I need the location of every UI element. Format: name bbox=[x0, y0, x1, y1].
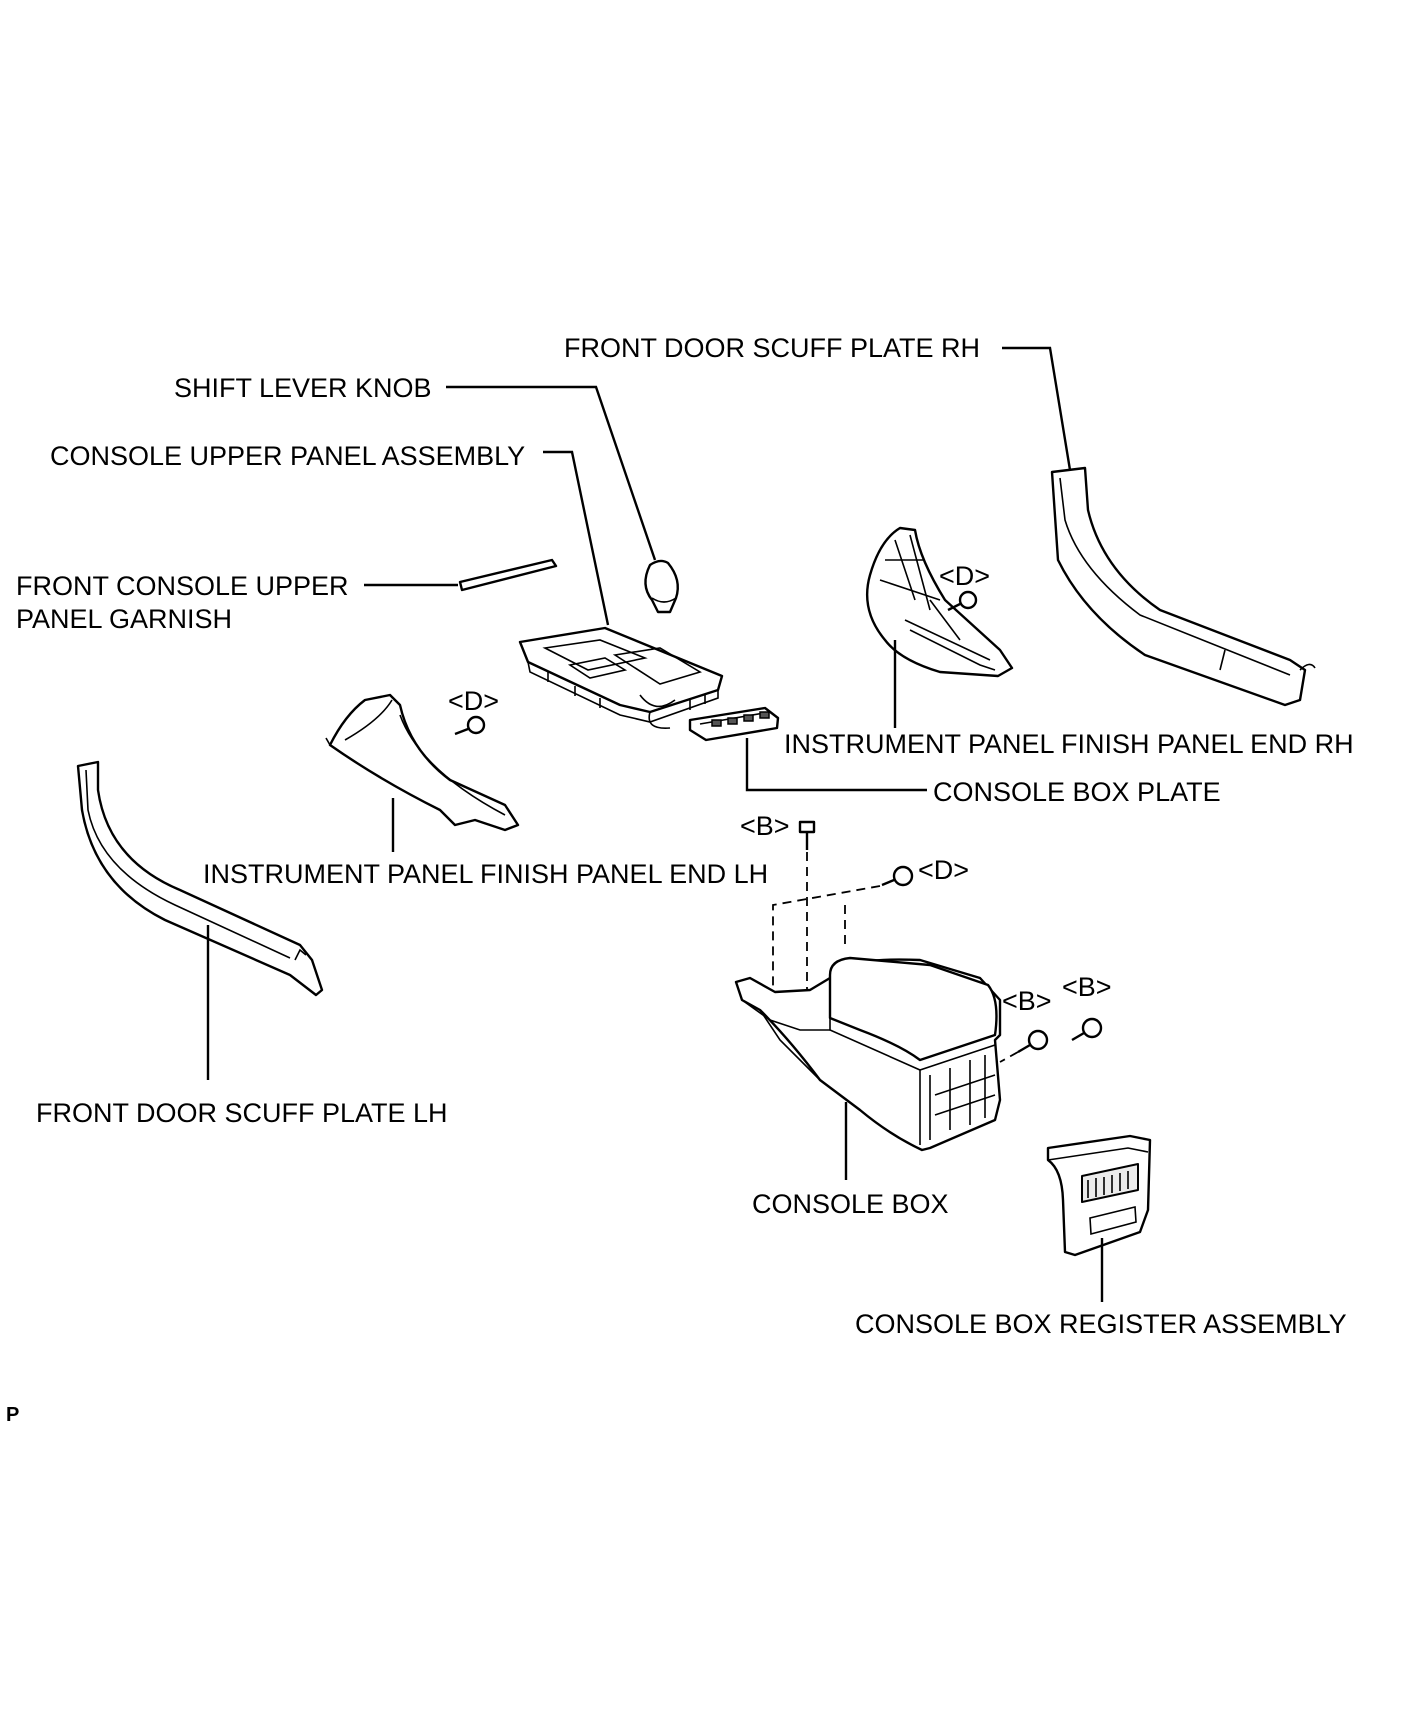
front-console-upper-panel-garnish-part bbox=[458, 558, 558, 592]
console-upper-panel-assembly-part bbox=[518, 626, 724, 729]
label-console-box: CONSOLE BOX bbox=[752, 1189, 949, 1219]
label-shift-lever-knob: SHIFT LEVER KNOB bbox=[174, 373, 432, 403]
clip-icon bbox=[881, 865, 914, 887]
callout-b-top: <B> bbox=[740, 811, 790, 841]
bolt-icon bbox=[798, 820, 816, 850]
console-box-plate-part bbox=[688, 706, 780, 742]
callout-b-rear-right: <B> bbox=[1062, 972, 1112, 1002]
callout-d-rh-panel: <D> bbox=[939, 561, 990, 591]
callout-d-lh-panel: <D> bbox=[448, 686, 499, 716]
label-console-upper-panel-assembly: CONSOLE UPPER PANEL ASSEMBLY bbox=[50, 441, 525, 471]
label-front-door-scuff-plate-lh: FRONT DOOR SCUFF PLATE LH bbox=[36, 1098, 448, 1128]
console-box-register-assembly-part bbox=[1046, 1134, 1152, 1257]
leader-lines bbox=[206, 346, 1104, 1302]
front-door-scuff-plate-lh-part bbox=[76, 760, 324, 997]
clip-icon bbox=[454, 715, 486, 736]
instrument-panel-finish-panel-end-rh-part bbox=[866, 526, 1014, 678]
label-console-box-register-assembly: CONSOLE BOX REGISTER ASSEMBLY bbox=[855, 1309, 1347, 1339]
bolt-icon bbox=[1017, 1029, 1049, 1054]
front-door-scuff-plate-rh-part bbox=[1050, 466, 1316, 707]
bolt-icon bbox=[1071, 1017, 1103, 1042]
callout-b-rear-left: <B> bbox=[1002, 986, 1052, 1016]
label-console-box-plate: CONSOLE BOX PLATE bbox=[933, 777, 1221, 807]
instrument-panel-finish-panel-end-lh-part bbox=[325, 693, 520, 832]
installation-dashed-lines bbox=[772, 852, 1019, 1063]
shift-lever-knob-part bbox=[644, 559, 679, 614]
label-front-console-upper-panel-garnish-line2: PANEL GARNISH bbox=[16, 604, 232, 634]
figure-id: P bbox=[6, 1404, 19, 1426]
label-front-door-scuff-plate-rh: FRONT DOOR SCUFF PLATE RH bbox=[564, 333, 980, 363]
console-box-part bbox=[734, 956, 1002, 1152]
label-instrument-panel-finish-panel-end-rh: INSTRUMENT PANEL FINISH PANEL END RH bbox=[784, 729, 1354, 759]
callout-d-console: <D> bbox=[918, 855, 969, 885]
clip-icon bbox=[947, 590, 978, 612]
label-instrument-panel-finish-panel-end-lh: INSTRUMENT PANEL FINISH PANEL END LH bbox=[203, 859, 768, 889]
label-front-console-upper-panel-garnish-line1: FRONT CONSOLE UPPER bbox=[16, 571, 349, 601]
